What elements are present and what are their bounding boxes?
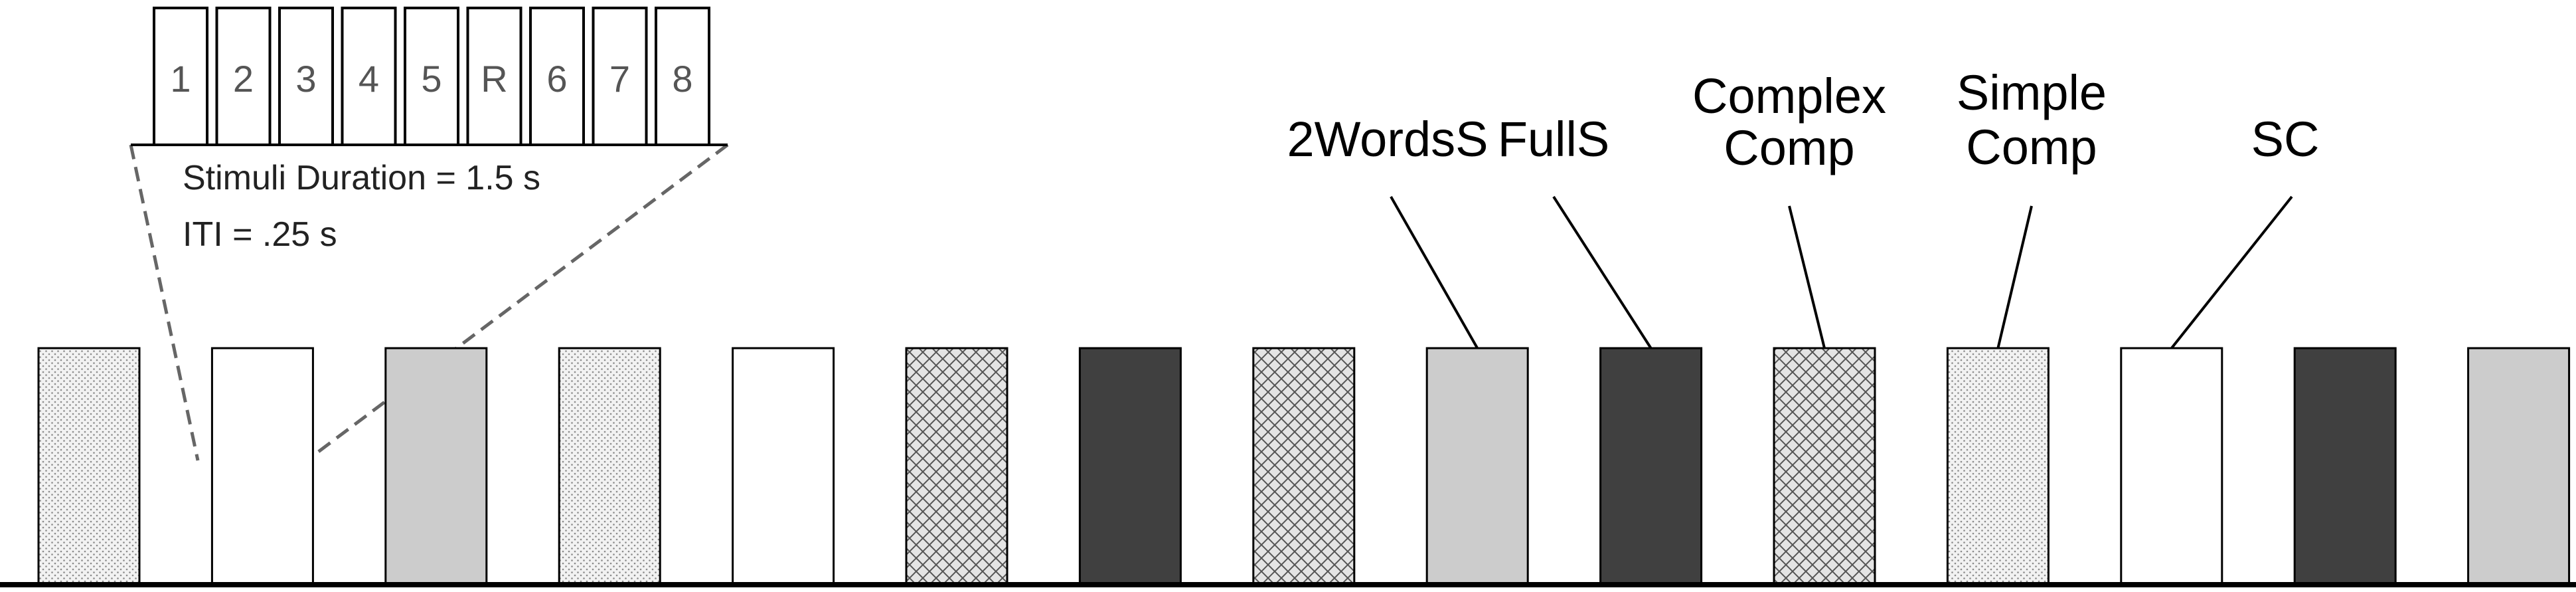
zoom-line-right [305,143,729,462]
leader-line [1390,196,1479,349]
condition-label: FullS [1498,112,1610,167]
condition-label: 2WordsS [1287,112,1489,167]
leader-line [1788,205,1826,349]
condition-label: Complex [1692,68,1886,124]
block-complexcomp [1252,347,1356,586]
block-2wordss [384,347,488,586]
zoom-line-left [129,144,200,461]
block-rest [210,347,314,586]
trial-frame-label: 2 [233,58,254,100]
block-2wordss [1425,347,1529,586]
trial-frame-label: 8 [672,58,692,100]
block-2wordss [2467,347,2571,586]
block-fulls [2293,347,2397,586]
block-fulls [1078,347,1182,586]
trial-frame [466,7,523,146]
condition-label: Comp [1966,120,2097,175]
trial-frame-label: 4 [359,58,379,100]
block-rest [732,347,835,586]
trial-frame-label: 3 [295,58,316,100]
trial-frame-label: 7 [609,58,630,100]
condition-label: SC [2251,112,2320,167]
trial-frame-label: 5 [421,58,442,100]
iti-text: ITI = .25 s [183,215,337,254]
trial-frame-label: 6 [546,58,567,100]
trial-frame [592,7,648,146]
trial-frame-label: R [481,58,507,100]
trial-frame [341,7,397,146]
block-complexcomp [1773,347,1876,586]
trial-frame [153,7,208,146]
trial-frame-label: 1 [170,58,191,100]
block-sequence [37,347,2571,586]
block-simplecomp [1946,347,2050,586]
block-complexcomp [905,347,1008,586]
block-fulls [1599,347,1703,586]
stimuli-duration-text: Stimuli Duration = 1.5 s [183,159,540,197]
block-sc [558,347,661,586]
condition-label: Simple [1957,65,2107,120]
leader-line [1552,195,1652,349]
block-rest [2120,347,2223,586]
block-sc [37,347,141,586]
leader-line [2170,195,2293,349]
leader-line [1996,205,2033,349]
condition-label: Comp [1724,120,1854,175]
